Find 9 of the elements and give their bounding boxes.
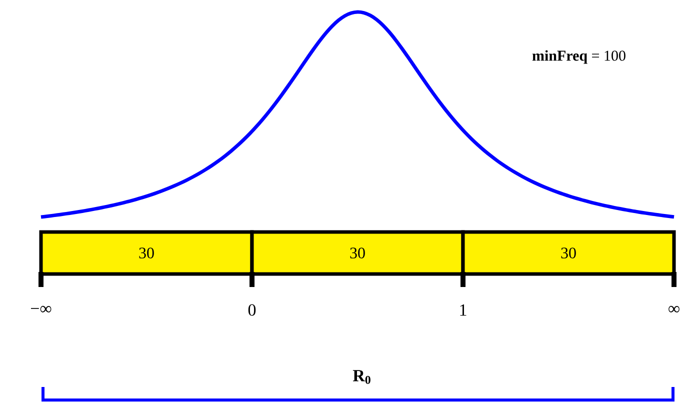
parameter-label: minFreq = 100 <box>532 50 626 64</box>
axis-label: 0 <box>248 304 256 316</box>
axis-label: ∞ <box>668 306 680 312</box>
count-box: 30 <box>250 230 465 276</box>
axis-label: 1 <box>460 304 466 316</box>
axis-label: −∞ <box>31 306 52 312</box>
count-box: 30 <box>461 230 676 276</box>
range-label: R$_{0}$ <box>352 370 370 384</box>
count-box: 30 <box>39 230 254 276</box>
